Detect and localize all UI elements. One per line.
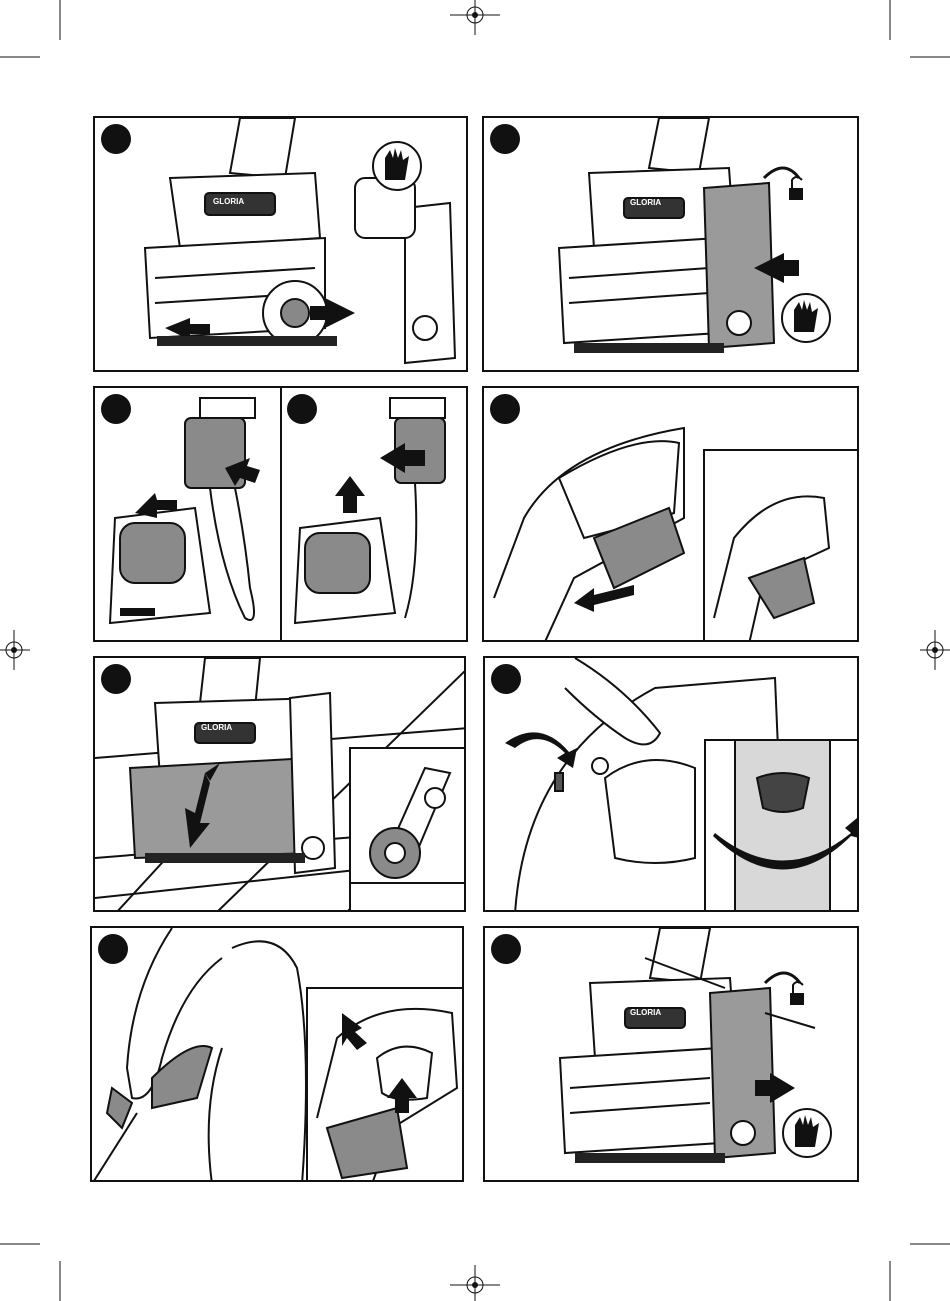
unlock-icon [789,177,803,200]
panel-6 [483,656,859,912]
battery-charging-illustration [95,388,468,642]
battery-insert-handle-illustration [484,388,859,642]
brush-roller-removal-illustration [95,118,468,372]
gloves-icon [782,294,830,342]
operator-switch-on-illustration [92,928,464,1182]
brand-label: GLORIA [630,198,661,207]
side-cover-removal-illustration [485,928,859,1182]
unlock-icon [790,982,804,1005]
side-cover-attach-illustration [484,118,859,372]
panel-8 [483,926,859,1182]
brush-rotation-floor-illustration [95,658,466,912]
panel-2 [482,116,859,372]
brand-label: GLORIA [213,197,244,206]
panel-4 [482,386,859,642]
brand-label: GLORIA [201,723,232,732]
panel-7 [90,926,464,1182]
panel-3 [93,386,468,642]
panel-1 [93,116,468,372]
speed-dial-adjust-illustration [485,658,859,912]
panel-5 [93,656,466,912]
gloves-icon [373,142,421,190]
gloves-icon [783,1109,831,1157]
brand-label: GLORIA [630,1008,661,1017]
